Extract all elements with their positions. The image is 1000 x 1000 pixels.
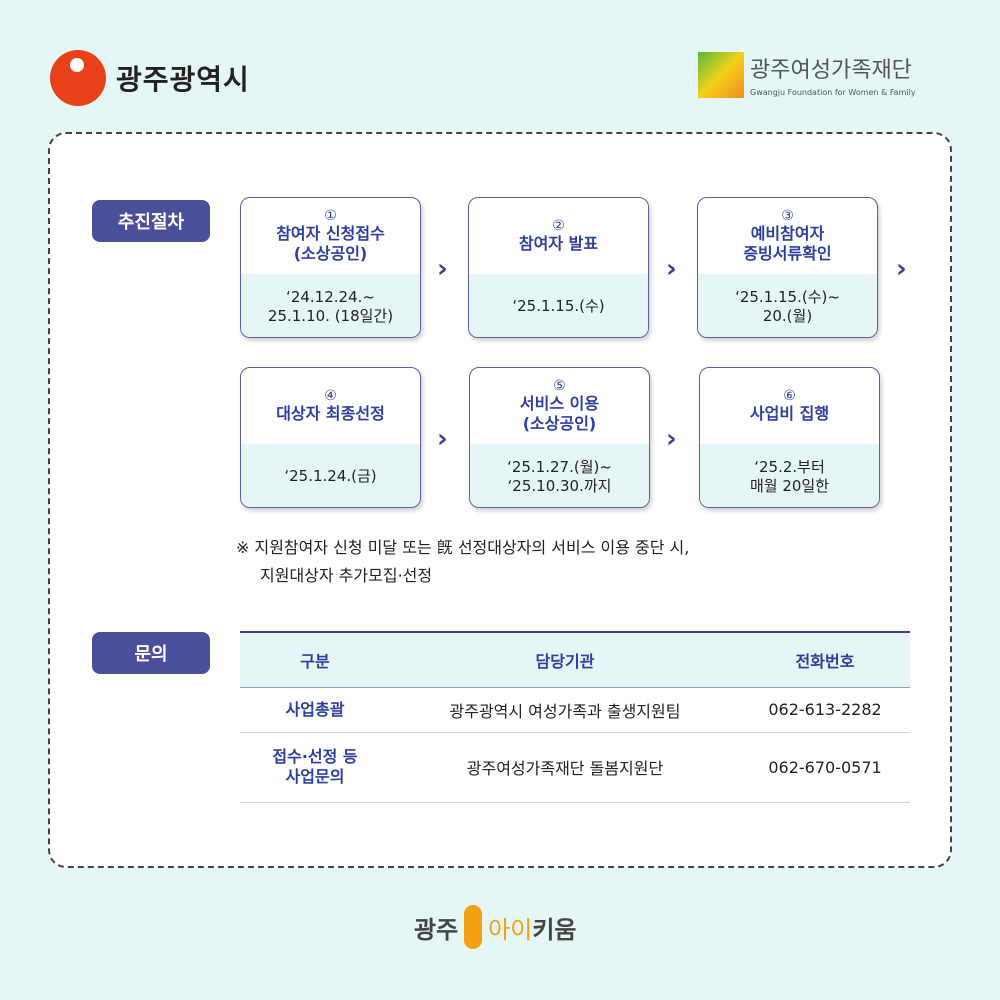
category: 사업문의 — [285, 767, 345, 786]
foundation-name-en: Gwangju Foundation for Women & Family — [750, 88, 916, 97]
chevron-right-icon: › — [666, 254, 677, 284]
step-date: ‘25.1.15.(수) — [512, 297, 605, 315]
step-title: 참여자 발표 — [518, 234, 599, 253]
chevron-right-icon: › — [666, 424, 677, 454]
organization: 광주광역시 여성가족과 출생지원팀 — [390, 687, 740, 733]
step-date: ‘24.12.24.~ — [286, 287, 375, 306]
contact-table: 구분 담당기관 전화번호 사업총괄 광주광역시 여성가족과 출생지원팀 062-… — [240, 631, 910, 803]
note-line: ※ 지원참여자 신청 미달 또는 旣 선정대상자의 서비스 이용 중단 시, — [236, 538, 690, 557]
step-title: 증빙서류확인 — [743, 244, 832, 263]
foundation-name: 광주여성가족재단 — [750, 58, 912, 83]
step-title: (소상공인) — [522, 414, 597, 433]
chevron-right-icon: › — [437, 424, 448, 454]
city-name: 광주광역시 — [116, 63, 250, 96]
step-title: 참여자 신청접수 — [276, 224, 385, 243]
step-number: ③ — [781, 208, 794, 224]
step-date: ‘25.1.27.(월)~ — [507, 457, 612, 476]
gwangju-city-logo: 광주광역시 — [50, 50, 250, 106]
category: 사업총괄 — [285, 699, 345, 719]
step-title: 예비참여자 — [750, 224, 825, 243]
footer-logo-text: 아이 — [488, 915, 533, 944]
process-badge: 추진절차 — [92, 200, 210, 242]
chevron-right-icon: › — [437, 254, 448, 284]
step-title: (소상공인) — [293, 244, 368, 263]
step-date: ‘25.2.부터 — [754, 457, 825, 476]
step-date: ‘25.10.30.까지 — [507, 476, 612, 495]
step-number: ④ — [324, 388, 337, 404]
table-row: 사업총괄 광주광역시 여성가족과 출생지원팀 062-613-2282 — [240, 687, 910, 733]
step-date: 25.1.10. (18일간) — [267, 306, 394, 325]
step-date: ‘25.1.15.(수)~ — [735, 287, 840, 306]
step-title: 대상자 최종선정 — [276, 404, 385, 423]
step-title: 사업비 집행 — [749, 404, 830, 423]
city-emblem-icon — [50, 50, 106, 106]
col-header: 구분 — [300, 651, 330, 671]
organization: 광주여성가족재단 돌봄지원단 — [390, 732, 740, 803]
col-header: 담당기관 — [535, 651, 595, 671]
footer-logo-text: 키움 — [532, 915, 577, 944]
col-header: 전화번호 — [795, 651, 855, 671]
foundation-logo: 광주여성가족재단 Gwangju Foundation for Women & … — [698, 52, 916, 98]
phone: 062-670-0571 — [740, 732, 910, 803]
step-date: 20.(월) — [762, 306, 813, 325]
note-line: 지원대상자 추가모집·선정 — [260, 566, 433, 585]
step-title: 서비스 이용 — [519, 394, 600, 413]
contact-badge: 문의 — [92, 632, 210, 674]
step-number: ⑤ — [553, 378, 566, 394]
i-figure-icon — [464, 905, 483, 949]
step-number: ① — [324, 208, 337, 224]
step-number: ② — [552, 218, 565, 234]
footer-logo: 광주 아이 키움 — [414, 905, 577, 949]
category: 접수·선정 등 — [272, 747, 358, 766]
step-date: 매월 20일한 — [749, 476, 830, 495]
foundation-emblem-icon — [698, 52, 744, 98]
step-date: ‘25.1.24.(금) — [284, 467, 377, 485]
phone: 062-613-2282 — [740, 687, 910, 733]
step-number: ⑥ — [783, 388, 796, 404]
footer-logo-text: 광주 — [414, 915, 459, 944]
process-note: ※ 지원참여자 신청 미달 또는 旣 선정대상자의 서비스 이용 중단 시, 지… — [236, 534, 689, 590]
chevron-right-icon: › — [896, 254, 907, 284]
